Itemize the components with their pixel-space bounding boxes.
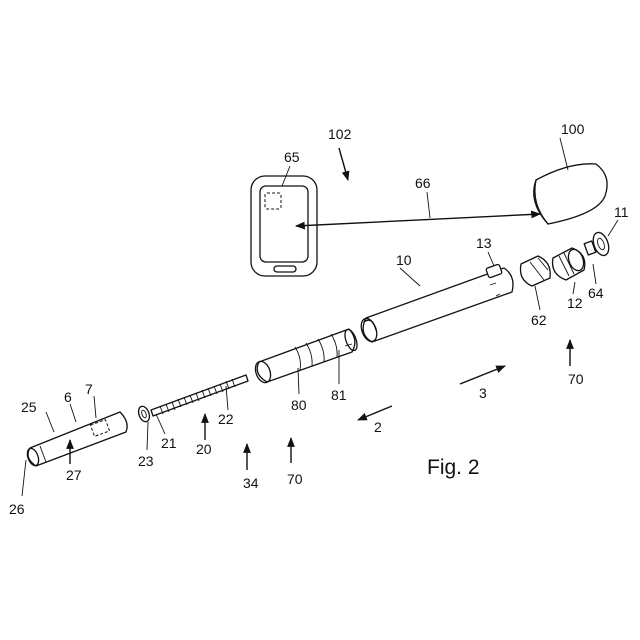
label-25: 25	[21, 399, 37, 415]
label-12: 12	[567, 295, 583, 311]
label-10: 10	[396, 252, 412, 268]
label-70-lower: 70	[287, 471, 303, 487]
label-11: 11	[614, 204, 629, 220]
label-27: 27	[66, 467, 82, 483]
label-7: 7	[85, 381, 93, 397]
label-81: 81	[331, 387, 347, 403]
arrow-3	[460, 366, 505, 384]
coupling-ring	[520, 256, 550, 286]
label-23: 23	[138, 453, 154, 469]
figure-caption: Fig. 2	[427, 456, 480, 479]
arrow-102	[339, 148, 348, 180]
label-22: 22	[218, 411, 234, 427]
label-65: 65	[284, 149, 300, 165]
label-6: 6	[64, 389, 72, 405]
arrow-2	[358, 406, 392, 420]
push-button	[584, 230, 611, 257]
label-64: 64	[588, 285, 604, 301]
drive-sleeve	[253, 328, 360, 385]
label-80: 80	[291, 397, 307, 413]
label-70-upper: 70	[568, 371, 584, 387]
threaded-spindle	[151, 375, 248, 416]
washer	[137, 405, 152, 423]
label-20: 20	[196, 441, 212, 457]
label-3: 3	[479, 385, 487, 401]
label-21: 21	[161, 435, 177, 451]
cartridge-holder	[25, 412, 127, 467]
label-66: 66	[415, 175, 431, 191]
pen-cap	[534, 164, 607, 224]
label-2: 2	[374, 419, 382, 435]
wireless-link-arrow	[296, 214, 540, 226]
label-26: 26	[9, 501, 25, 517]
label-62: 62	[531, 312, 547, 328]
label-100: 100	[561, 121, 585, 137]
label-34: 34	[243, 475, 259, 491]
dose-knob	[553, 247, 587, 280]
housing-tube	[358, 264, 513, 344]
label-13: 13	[476, 235, 492, 251]
label-102: 102	[328, 126, 352, 142]
leader-lines	[22, 138, 618, 496]
